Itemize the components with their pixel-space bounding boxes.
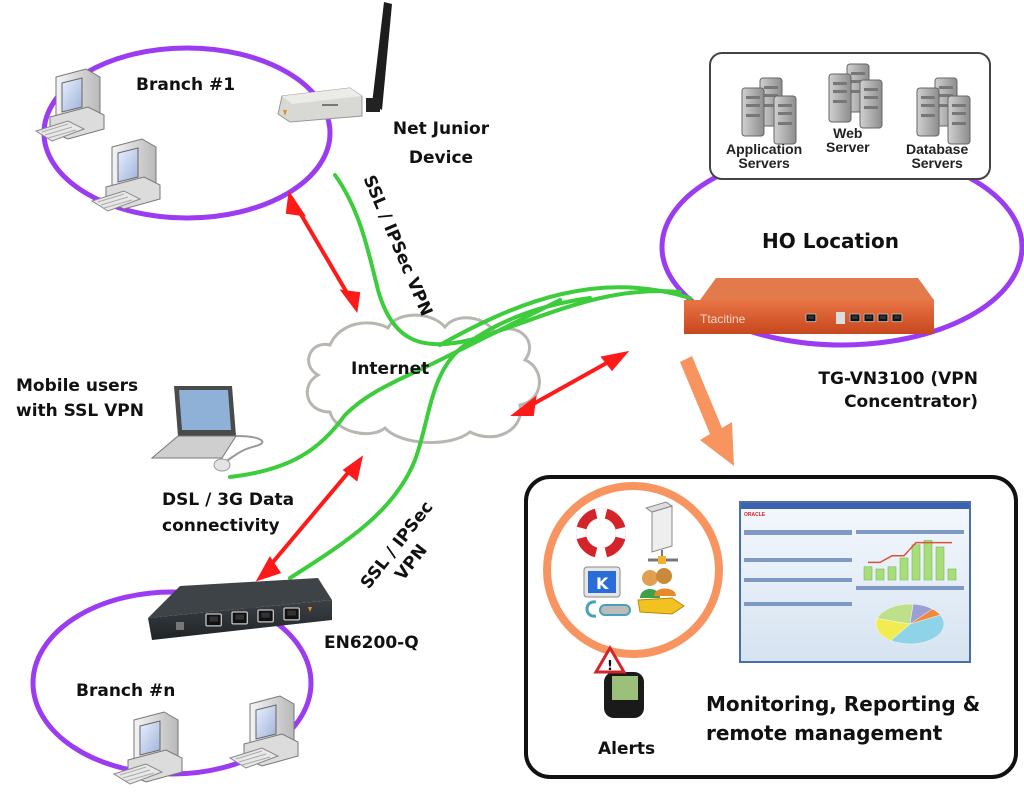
branch1-computer-2 xyxy=(91,138,161,212)
alerts-label: Alerts xyxy=(598,739,656,759)
internet-label: Internet xyxy=(351,359,430,379)
en6200-label: EN6200-Q xyxy=(324,633,419,653)
dashboard-pie-slice xyxy=(909,608,941,625)
dashboard-bar xyxy=(923,540,933,581)
arrow-branch1-internet xyxy=(285,190,361,314)
management-title-line1: Monitoring, Reporting & xyxy=(706,692,981,716)
dashboard-bar xyxy=(863,566,873,581)
management-tools-ring xyxy=(543,482,723,658)
dashboard-pie-slice xyxy=(890,614,945,645)
branchn-computer-1 xyxy=(113,711,183,785)
dashboard-bar xyxy=(947,568,957,581)
vpn-concentrator-label: TG-VN3100 (VPN Concentrator) xyxy=(818,369,978,412)
vpn-concentrator-device: Ttacitine xyxy=(684,278,934,334)
branchn-label: Branch #n xyxy=(76,681,176,701)
management-arrow xyxy=(680,356,734,466)
dashboard-trend-line xyxy=(868,541,952,564)
vpn-links xyxy=(228,173,692,580)
vpn-link-mobile xyxy=(228,298,562,479)
net-junior-label-line2: Device xyxy=(408,147,474,168)
dashboard-brand: ORACLE xyxy=(744,512,766,518)
dashboard-bar xyxy=(911,544,921,581)
en6200-device xyxy=(148,578,332,640)
internet-cloud xyxy=(305,313,541,444)
remote-admin-icon: K xyxy=(583,566,631,618)
svg-text:!: ! xyxy=(607,659,613,674)
management-title-line2: remote management xyxy=(706,721,943,745)
net-junior-label-line1: Net Junior xyxy=(392,119,490,139)
management-title: Monitoring, Reporting & remote managemen… xyxy=(706,690,980,748)
branch1-computer-1 xyxy=(35,68,105,142)
branch1-label: Branch #1 xyxy=(136,75,236,95)
svg-text:Ttacitine: Ttacitine xyxy=(700,312,746,326)
dashboard-bar xyxy=(899,557,909,581)
dashboard-bar xyxy=(887,566,897,581)
users-key-icon xyxy=(637,568,685,615)
dashboard-screenshot: ORACLE xyxy=(739,501,971,663)
net-junior-label: Net Junior Device xyxy=(380,118,502,170)
lifebuoy-icon xyxy=(576,508,626,558)
arrow-internet-en6200 xyxy=(255,455,364,582)
dashboard-pie-slice xyxy=(875,618,911,641)
server-network-icon xyxy=(644,501,678,564)
ho-location-label: HO Location xyxy=(762,229,899,253)
dashboard-pie-chart xyxy=(875,603,945,645)
antenna xyxy=(372,2,392,110)
arrow-internet-ho xyxy=(510,350,630,416)
branchn-computer-2 xyxy=(229,695,299,769)
dashboard-bar xyxy=(875,568,885,581)
dashboard-bar xyxy=(935,546,945,581)
data-arrows xyxy=(255,190,630,582)
vpn-link-en6200 xyxy=(288,296,592,580)
dashboard-bar-chart xyxy=(863,540,957,581)
svg-text:K: K xyxy=(596,574,609,593)
alerts-device-icon: ! xyxy=(593,645,644,718)
warning-icon xyxy=(593,645,627,674)
vpn-link-branch1 xyxy=(333,173,682,347)
net-junior-device xyxy=(277,2,392,123)
mobile-laptop xyxy=(150,386,264,472)
vpn-link-ho xyxy=(438,285,692,347)
dashboard-pie-slice xyxy=(877,603,914,625)
